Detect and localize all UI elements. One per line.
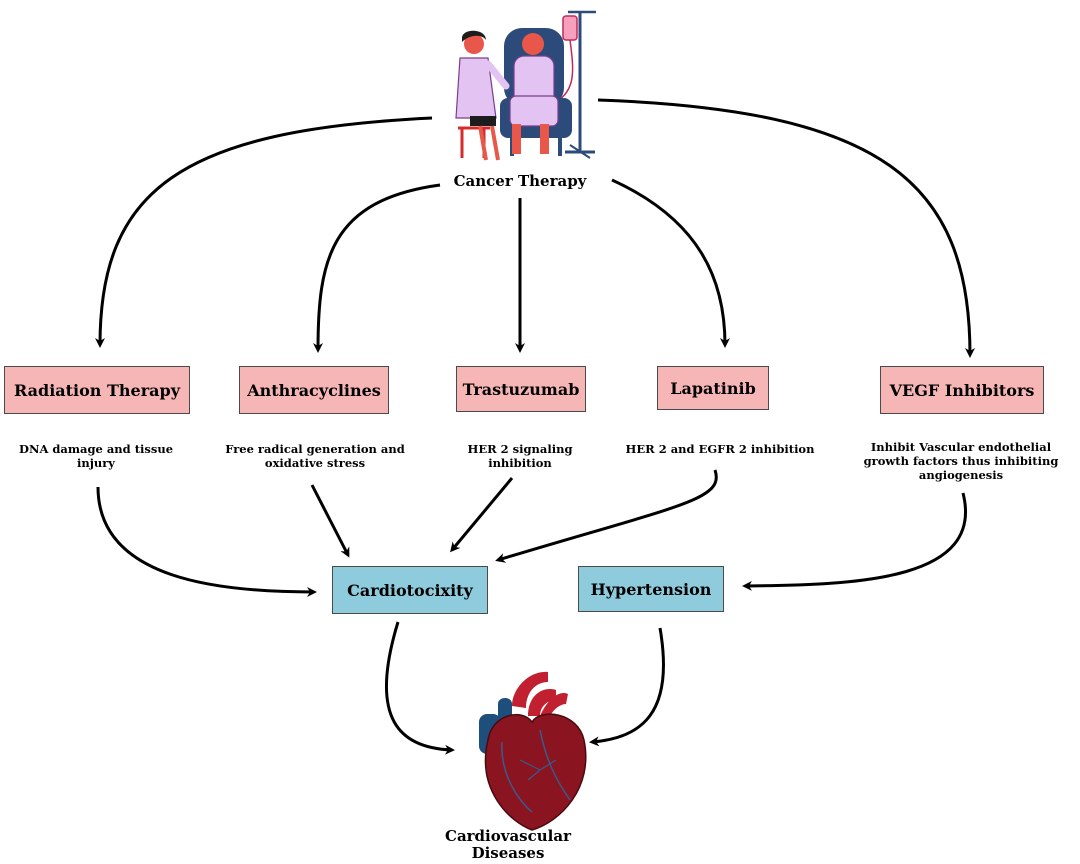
effect-lapatinib: HER 2 and EGFR 2 inhibition	[625, 442, 815, 456]
doctor-patient-iv-icon	[455, 10, 596, 161]
cancer-therapy-label: Cancer Therapy	[453, 172, 587, 190]
arrow-to-vegf	[597, 98, 975, 358]
box-hypertension-label: Hypertension	[590, 579, 712, 599]
arrow-lapatinib-to-cardiotoxicity	[495, 469, 718, 563]
box-vegf-inhibitors-label: VEGF Inhibitors	[889, 380, 1035, 400]
box-anthracyclines-label: Anthracyclines	[247, 380, 381, 400]
box-cardiotoxicity-label: Cardiotocixity	[347, 580, 473, 600]
arrow-to-radiation	[95, 116, 433, 348]
effect-vegf: Inhibit Vascular endothelial growth fact…	[863, 440, 1059, 482]
arrow-to-lapatinib	[611, 178, 730, 348]
arrow-to-anthracyclines	[313, 183, 441, 353]
box-cardiotoxicity: Cardiotocixity	[332, 566, 488, 614]
box-lapatinib-label: Lapatinib	[670, 378, 756, 398]
box-radiation-therapy: Radiation Therapy	[4, 366, 190, 414]
heart-icon	[479, 671, 587, 831]
box-trastuzumab: Trastuzumab	[456, 366, 586, 412]
arrow-hypertension-to-heart	[589, 627, 665, 747]
box-vegf-inhibitors: VEGF Inhibitors	[880, 366, 1044, 414]
box-hypertension: Hypertension	[578, 566, 724, 612]
box-trastuzumab-label: Trastuzumab	[462, 379, 580, 399]
effect-trastuzumab: HER 2 signaling inhibition	[467, 442, 573, 470]
arrow-anthracyclines-to-cardiotoxicity	[310, 484, 350, 558]
effect-anthracyclines: Free radical generation and oxidative st…	[225, 442, 405, 470]
box-anthracyclines: Anthracyclines	[239, 366, 389, 414]
cardiovascular-diseases-label: Cardiovascular Diseases	[445, 827, 571, 862]
arrow-trastuzumab-to-cardiotoxicity	[450, 477, 514, 553]
arrow-cardiotoxicity-to-heart	[384, 621, 455, 755]
box-radiation-therapy-label: Radiation Therapy	[13, 380, 180, 400]
box-lapatinib: Lapatinib	[657, 366, 769, 410]
effect-radiation: DNA damage and tissue injury	[18, 442, 174, 470]
arrow-vegf-to-hypertension	[742, 492, 967, 591]
arrow-radiation-to-cardiotoxicity	[96, 486, 317, 597]
